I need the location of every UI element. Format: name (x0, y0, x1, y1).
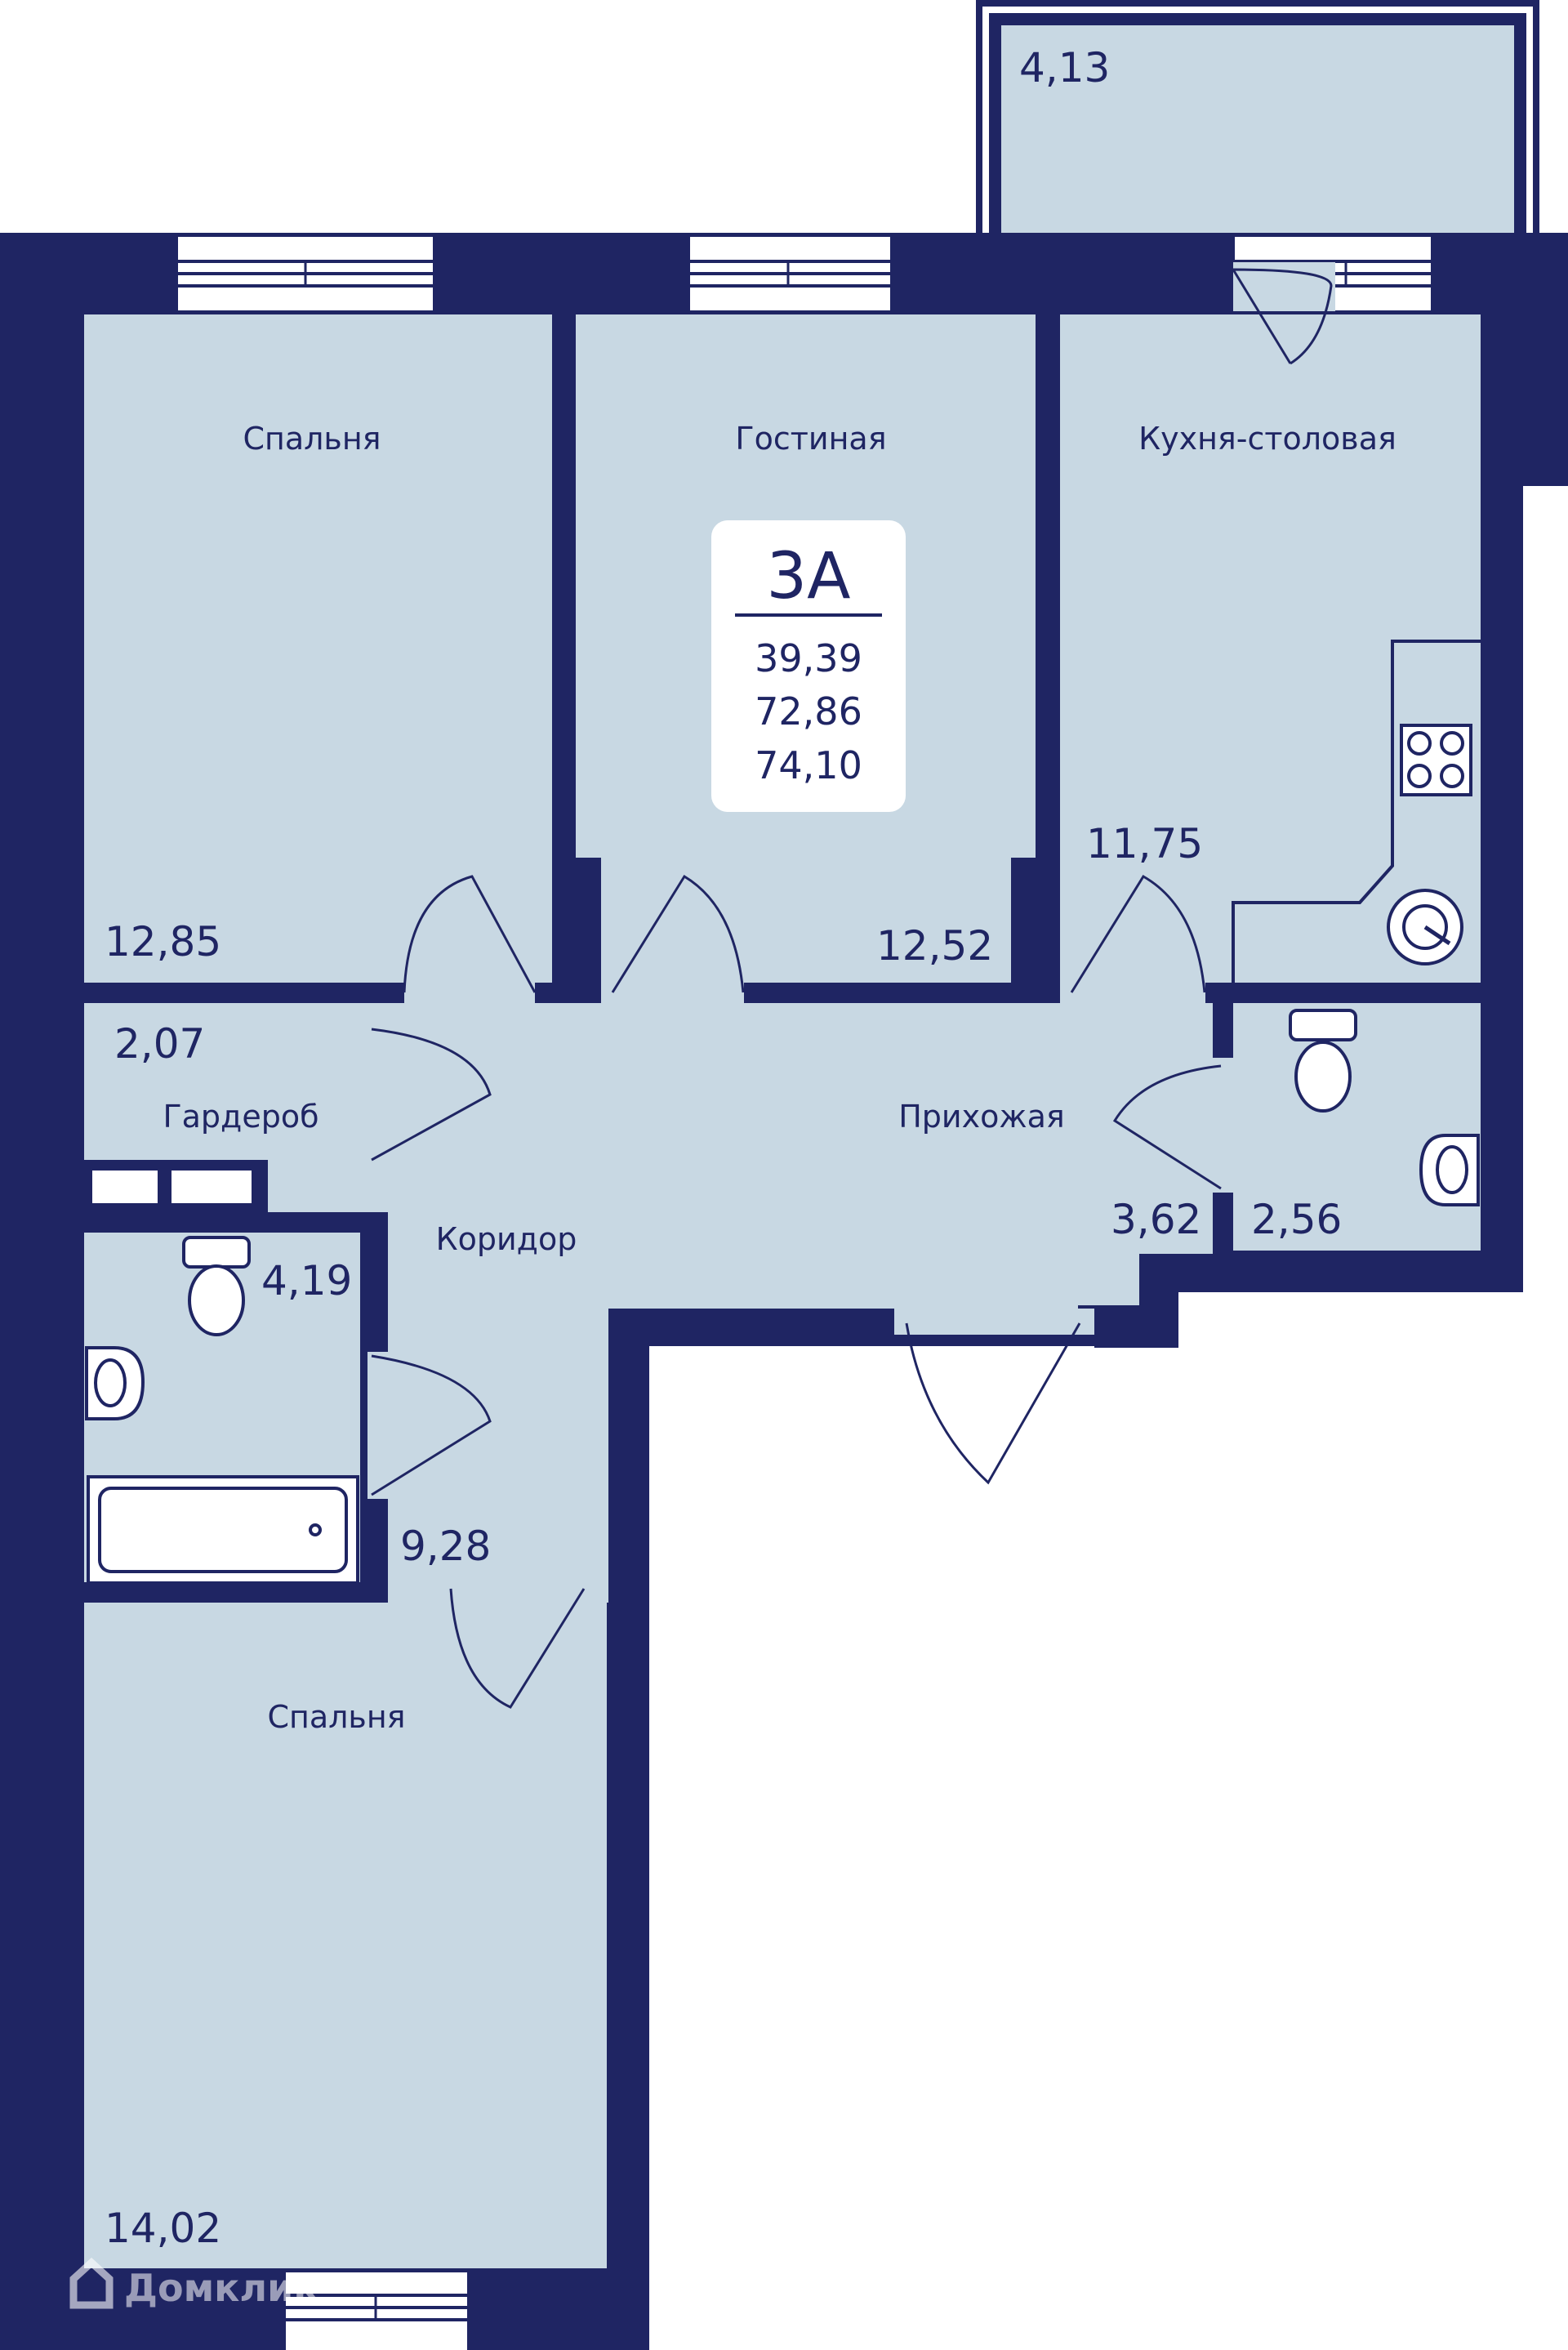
balcony (976, 0, 1539, 237)
door-swing-icon (601, 874, 745, 1003)
bedroom-bottom-area: 14,02 (105, 2205, 221, 2252)
kitchen-counter (1232, 640, 1481, 983)
wall-stub-living-right (1011, 858, 1036, 1001)
window-icon (286, 2272, 467, 2350)
bedroom-bottom-name: Спальня (267, 1699, 405, 1735)
bedroom-top-floor (84, 314, 552, 983)
kitchen-area: 11,75 (1086, 820, 1203, 867)
wardrobe-name: Гардероб (163, 1099, 318, 1135)
wall-stub-hallway (1139, 1254, 1178, 1348)
windows (178, 237, 1431, 2350)
bathtub-icon (87, 1475, 359, 1585)
window-icon (690, 237, 890, 310)
bedroom-top-area: 12,85 (105, 918, 221, 965)
domclick-logo-icon (69, 2257, 114, 2309)
hallway-corridor-floor (368, 1003, 1213, 1603)
window-icon (178, 237, 433, 310)
bedroom-top-name: Спальня (243, 421, 381, 457)
hallway-name: Прихожая (898, 1099, 1065, 1135)
door-swing-icon (1232, 262, 1335, 365)
toilet-area: 2,56 (1251, 1196, 1342, 1243)
balcony-floor (1001, 25, 1514, 237)
door-swing-icon (403, 875, 537, 1003)
apartment-info-badge: 3А 39,39 72,86 74,10 (711, 520, 906, 812)
domclick-watermark: Домклик (69, 2257, 319, 2310)
door-swing-icon (368, 1352, 492, 1499)
doors (368, 262, 1335, 1709)
living-room-area: 12,52 (876, 922, 993, 970)
room-labels: Спальня 12,85 Гостиная 12,52 Кухня-столо… (105, 44, 1396, 2252)
hallway-area: 3,62 (1111, 1196, 1201, 1243)
kitchen-sink-icon (1387, 889, 1463, 965)
hallway-entrance-wall-right (1094, 1309, 1143, 1348)
stove-icon (1400, 724, 1472, 796)
apartment-type: 3А (767, 540, 851, 613)
door-swing-icon (1060, 874, 1206, 1003)
living-area-value: 39,39 (755, 636, 862, 680)
toilet-icon (182, 1236, 251, 1336)
kitchen-name: Кухня-столовая (1138, 421, 1396, 457)
total-area-with-balcony-value: 74,10 (755, 743, 862, 787)
door-swing-icon (368, 1025, 492, 1162)
living-room-name: Гостиная (735, 421, 886, 457)
hallway-entrance-wall (608, 1309, 894, 1335)
total-area-value: 72,86 (755, 689, 862, 734)
kitchen-floor (1060, 314, 1481, 983)
sink-icon (1419, 1134, 1480, 1206)
bedroom-bottom-floor (84, 1603, 607, 2268)
watermark-text: Домклик (124, 2266, 319, 2310)
corridor-area: 9,28 (400, 1523, 491, 1570)
wall-stubs (552, 858, 1178, 1348)
wardrobe-area: 2,07 (114, 1020, 205, 1068)
balcony-area: 4,13 (1019, 44, 1110, 91)
wall-stub-living-left (552, 858, 601, 1001)
bathroom-area: 4,19 (261, 1257, 352, 1304)
sink-icon (85, 1346, 145, 1420)
toilet-icon (1289, 1009, 1357, 1113)
door-swing-icon (894, 1309, 1094, 1485)
toilet-floor (1233, 1003, 1481, 1251)
door-swing-icon (449, 1582, 596, 1709)
shelf-icon (84, 1160, 268, 1212)
door-swing-icon (1112, 1058, 1233, 1193)
corridor-name: Коридор (436, 1221, 577, 1257)
